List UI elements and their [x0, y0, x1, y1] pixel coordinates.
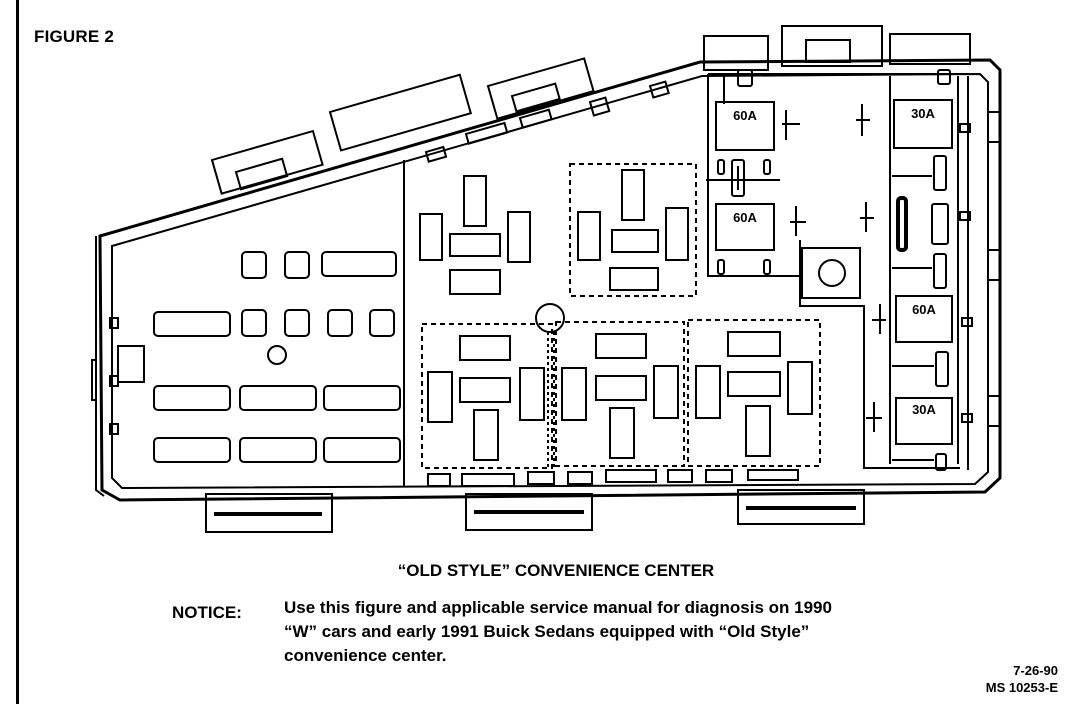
left-border-line — [16, 0, 19, 704]
large-relay — [801, 247, 861, 299]
bottom-connectors — [205, 469, 865, 533]
fuse-label-1: 60A — [733, 108, 757, 123]
fuse-label-3: 30A — [911, 106, 935, 121]
fuse-label-4: 60A — [912, 302, 936, 317]
dashed-relay-block-2 — [555, 321, 685, 467]
notice-line-2: “W” cars and early 1991 Buick Sedans equ… — [284, 622, 810, 641]
top-connectors — [210, 25, 971, 195]
fuse-label-2: 60A — [733, 210, 757, 225]
fuse-block-5 — [895, 397, 953, 445]
housing-outline — [98, 58, 1002, 502]
fuse-label-5: 30A — [912, 402, 936, 417]
figure-label: FIGURE 2 — [34, 27, 115, 46]
convenience-center-diagram: 60A 60A 30A 60A 30A — [91, 25, 1002, 533]
reference-block: 7-26-90 MS 10253-E — [986, 662, 1058, 696]
notice-line-3: convenience center. — [284, 646, 447, 665]
left-long-fuses — [153, 251, 401, 463]
fuse-block-4 — [895, 295, 953, 343]
left-square-relays — [241, 251, 395, 337]
housing-inner-outline — [111, 72, 989, 490]
blade-fuses — [717, 69, 951, 471]
dashed-relay-block-1 — [421, 323, 553, 469]
diagram-caption: “OLD STYLE” CONVENIENCE CENTER — [397, 561, 715, 580]
reference-date: 7-26-90 — [1013, 663, 1058, 678]
fuse-block-2 — [715, 203, 775, 251]
standoff-pins — [706, 104, 934, 461]
dashed-relay-block-3 — [687, 319, 821, 467]
reference-code: MS 10253-E — [985, 680, 1058, 695]
notice-line-1: Use this figure and applicable service m… — [284, 598, 832, 617]
fuse-block-1 — [715, 101, 775, 151]
notice-text: Use this figure and applicable service m… — [284, 596, 974, 668]
fuse-block-3 — [893, 99, 953, 149]
notice-label: NOTICE: — [172, 603, 242, 622]
